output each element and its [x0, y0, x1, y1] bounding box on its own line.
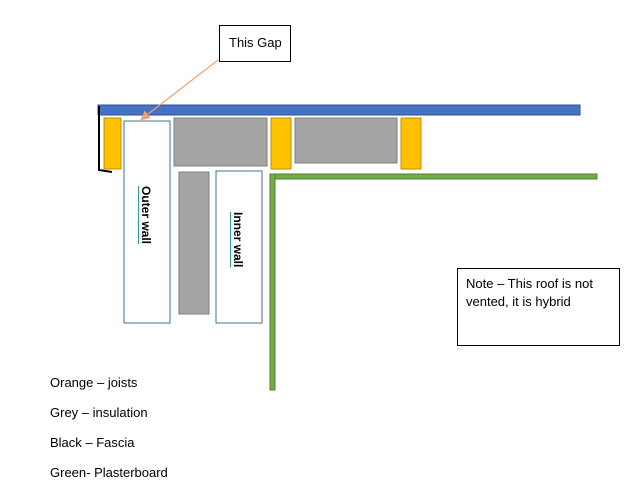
- joist-3: [400, 117, 422, 170]
- note-text: Note – This roof is not vented, it is hy…: [466, 276, 593, 309]
- inner-wall-label: Inner wall: [231, 212, 245, 268]
- insulation-cavity: [178, 171, 210, 315]
- fascia: [98, 106, 113, 173]
- gap-callout-text: This Gap: [229, 35, 282, 50]
- legend-item-plasterboard: Green- Plasterboard: [50, 465, 168, 480]
- roof-deck: [97, 104, 581, 116]
- legend-item-fascia: Black – Fascia: [50, 435, 135, 450]
- insulation-1: [173, 117, 268, 167]
- inner-wall: [215, 170, 263, 324]
- insulation-2: [294, 117, 398, 164]
- joist-1: [103, 117, 122, 170]
- gap-arrow: [140, 59, 219, 121]
- plasterboard-ceiling: [269, 173, 598, 180]
- gap-callout: This Gap: [219, 25, 291, 62]
- note-box: Note – This roof is not vented, it is hy…: [457, 268, 620, 346]
- outer-wall: [123, 120, 171, 324]
- plasterboard-wall: [269, 173, 276, 391]
- outer-wall-label: Outer wall: [139, 186, 153, 245]
- legend-item-joists: Orange – joists: [50, 375, 138, 390]
- legend-item-insulation: Grey – insulation: [50, 405, 148, 420]
- joist-2: [270, 117, 292, 170]
